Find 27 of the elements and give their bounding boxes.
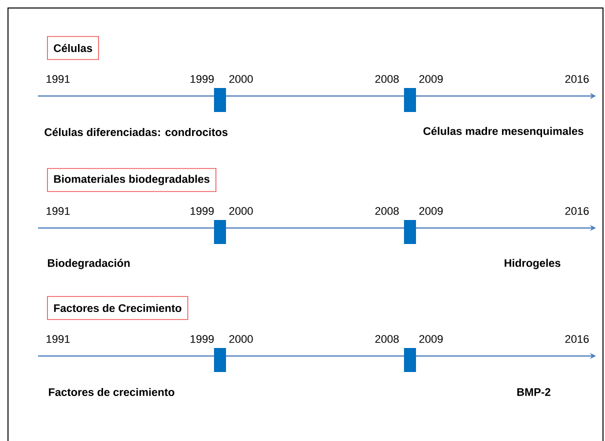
year-label: 2000 (229, 75, 253, 83)
year-label: 1999 (190, 335, 214, 343)
year-label: 2000 (229, 335, 253, 343)
year-label: 2016 (565, 207, 589, 215)
year-label: 2009 (419, 75, 443, 83)
year-label: 2009 (419, 335, 443, 343)
heading-box: Biomateriales biodegradables (47, 168, 216, 192)
description-label: BMP-2 (517, 388, 550, 396)
year-label: 2016 (565, 335, 589, 343)
year-label: 2009 (419, 207, 443, 215)
year-label: 1991 (46, 207, 70, 215)
description-label: Factores de crecimiento (48, 388, 174, 396)
description-label: Células diferenciadas: condrocitos (44, 128, 228, 136)
year-label: 1999 (190, 75, 214, 83)
heading-box: Factores de Crecimiento (47, 296, 188, 320)
year-label: 2008 (375, 335, 399, 343)
description-label: Biodegradación (48, 258, 130, 270)
year-label: 1991 (46, 75, 70, 83)
year-label: 2008 (375, 75, 399, 83)
description-label: Células madre mesenquimales (423, 126, 584, 138)
heading-box: Células (47, 36, 99, 60)
year-label: 1991 (46, 335, 70, 343)
year-label: 2016 (565, 75, 589, 83)
year-label: 1999 (190, 207, 214, 215)
year-label: 2008 (375, 207, 399, 215)
description-label: Hidrogeles (504, 258, 560, 270)
year-label: 2000 (229, 207, 253, 215)
